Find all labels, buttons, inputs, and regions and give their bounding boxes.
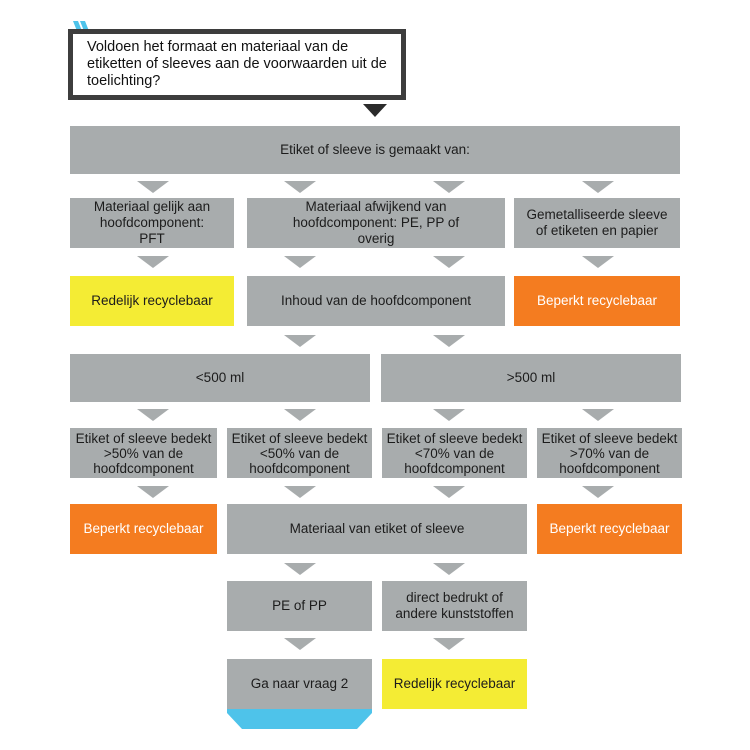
metallized-box: Gemetalliseerde sleeve of etiketen en pa… xyxy=(514,198,680,248)
next-question-box[interactable]: Ga naar vraag 2 xyxy=(250,676,349,691)
material-same-box: Materiaal gelijk aan hoofdcomponent: PFT xyxy=(70,198,234,248)
pe-pp-box: PE of PP xyxy=(227,581,372,631)
result-limited-box: Beperkt recyclebaar xyxy=(537,504,682,554)
coverage-box-4: Etiket of sleeve bedekt >70% van de hoof… xyxy=(537,428,682,478)
coverage-box-2: Etiket of sleeve bedekt <50% van de hoof… xyxy=(227,428,372,478)
label-material-box: Materiaal van etiket of sleeve xyxy=(227,504,527,554)
arrow-down-icon xyxy=(433,335,465,347)
arrow-down-icon xyxy=(284,563,316,575)
arrow-down-icon xyxy=(137,409,169,421)
next-question-shape xyxy=(227,659,372,729)
arrow-down-icon xyxy=(284,335,316,347)
arrow-down-icon xyxy=(284,409,316,421)
arrow-down-icon xyxy=(582,256,614,268)
arrow-down-icon xyxy=(433,181,465,193)
material-different-box: Materiaal afwijkend van hoofdcomponent: … xyxy=(247,198,505,248)
volume-large-box: >500 ml xyxy=(381,354,681,402)
result-recyclable-box: Redelijk recyclebaar xyxy=(70,276,234,326)
arrow-down-icon xyxy=(137,181,169,193)
arrow-down-icon xyxy=(284,256,316,268)
arrow-down-icon xyxy=(284,181,316,193)
result-limited-box: Beperkt recyclebaar xyxy=(514,276,680,326)
top-box: Etiket of sleeve is gemaakt van: xyxy=(70,126,680,174)
arrow-down-icon xyxy=(137,256,169,268)
volume-small-box: <500 ml xyxy=(70,354,370,402)
result-recyclable-box: Redelijk recyclebaar xyxy=(382,659,527,709)
coverage-box-3: Etiket of sleeve bedekt <70% van de hoof… xyxy=(382,428,527,478)
arrow-down-icon xyxy=(433,638,465,650)
question-text: Voldoen het formaat en materiaal van de … xyxy=(87,39,387,89)
arrow-down-icon xyxy=(433,563,465,575)
question-box: Voldoen het formaat en materiaal van de … xyxy=(68,29,406,100)
content-box: Inhoud van de hoofdcomponent xyxy=(247,276,505,326)
arrow-down-icon xyxy=(433,256,465,268)
result-limited-box: Beperkt recyclebaar xyxy=(70,504,217,554)
arrow-down-icon xyxy=(284,486,316,498)
arrow-down-icon xyxy=(433,486,465,498)
arrow-down-icon xyxy=(363,104,387,117)
arrow-down-icon xyxy=(284,638,316,650)
coverage-box-1: Etiket of sleeve bedekt >50% van de hoof… xyxy=(70,428,217,478)
arrow-down-icon xyxy=(582,181,614,193)
arrow-down-icon xyxy=(582,486,614,498)
arrow-down-icon xyxy=(582,409,614,421)
direct-print-box: direct bedrukt of andere kunststoffen xyxy=(382,581,527,631)
arrow-down-icon xyxy=(137,486,169,498)
stripes-icon xyxy=(73,21,89,31)
arrow-down-icon xyxy=(433,409,465,421)
